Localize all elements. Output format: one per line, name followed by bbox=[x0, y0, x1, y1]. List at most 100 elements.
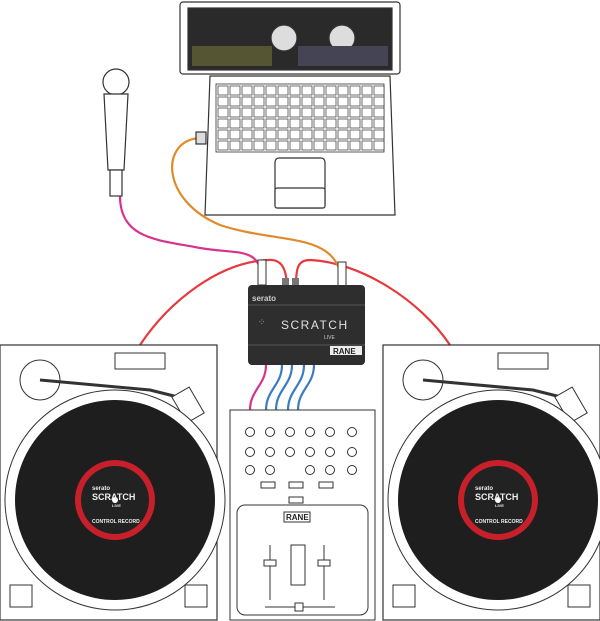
key bbox=[217, 118, 229, 129]
record-brand: serato bbox=[92, 486, 110, 492]
mic-cable bbox=[118, 195, 264, 286]
interface-sub: LIVE bbox=[324, 335, 336, 341]
knob bbox=[305, 427, 315, 437]
key bbox=[361, 107, 373, 118]
start-button bbox=[9, 584, 33, 608]
knob bbox=[265, 447, 275, 457]
interface-maker: RANE bbox=[333, 347, 356, 356]
key bbox=[217, 107, 229, 118]
key bbox=[301, 129, 313, 140]
record-sub: LIVE bbox=[112, 503, 121, 508]
record-product: SCRATCH bbox=[92, 492, 135, 502]
key bbox=[289, 140, 301, 151]
key bbox=[349, 96, 361, 107]
laptop-icon bbox=[179, 1, 401, 216]
knob bbox=[265, 427, 275, 437]
key bbox=[277, 107, 289, 118]
key bbox=[301, 96, 313, 107]
interface-brand: serato bbox=[252, 294, 276, 303]
key bbox=[289, 85, 301, 96]
knob bbox=[347, 427, 357, 437]
knob bbox=[347, 465, 357, 475]
key bbox=[313, 107, 325, 118]
key bbox=[373, 140, 385, 151]
key bbox=[241, 107, 253, 118]
key bbox=[325, 107, 337, 118]
audio-interface-icon: serato ⁘ SCRATCH LIVE RANE bbox=[248, 259, 365, 365]
key bbox=[241, 85, 253, 96]
knob bbox=[245, 427, 255, 437]
key bbox=[265, 129, 277, 140]
key bbox=[229, 85, 241, 96]
interface-logo-dots: ⁘ bbox=[258, 317, 266, 327]
knob bbox=[245, 465, 255, 475]
knob bbox=[325, 465, 335, 475]
record-sub: LIVE bbox=[495, 503, 504, 508]
key bbox=[265, 85, 277, 96]
knob bbox=[305, 447, 315, 457]
cables bbox=[118, 136, 451, 411]
key bbox=[265, 140, 277, 151]
key bbox=[313, 129, 325, 140]
key bbox=[229, 107, 241, 118]
key bbox=[313, 140, 325, 151]
key bbox=[349, 129, 361, 140]
key bbox=[313, 118, 325, 129]
key bbox=[373, 107, 385, 118]
speed-button bbox=[184, 584, 208, 608]
key bbox=[241, 140, 253, 151]
key bbox=[337, 107, 349, 118]
key bbox=[253, 140, 265, 151]
key bbox=[373, 129, 385, 140]
key bbox=[349, 85, 361, 96]
key bbox=[361, 118, 373, 129]
key bbox=[265, 118, 277, 129]
right-turntable-cable bbox=[294, 258, 451, 346]
key bbox=[337, 118, 349, 129]
mixer-cable-3 bbox=[274, 364, 294, 411]
cartridge bbox=[171, 386, 205, 424]
left-turntable-cable bbox=[139, 258, 289, 346]
key bbox=[277, 96, 289, 107]
cartridge bbox=[554, 386, 588, 424]
mixer-icon: RANE bbox=[229, 409, 376, 621]
switch bbox=[318, 481, 334, 489]
key bbox=[253, 129, 265, 140]
key bbox=[241, 129, 253, 140]
key bbox=[217, 129, 229, 140]
key bbox=[253, 96, 265, 107]
key bbox=[265, 107, 277, 118]
mixer-maker: RANE bbox=[286, 513, 309, 522]
key bbox=[241, 118, 253, 129]
pitch-control bbox=[497, 352, 549, 370]
key bbox=[325, 118, 337, 129]
microphone-icon bbox=[102, 68, 130, 197]
key bbox=[229, 129, 241, 140]
key bbox=[265, 96, 277, 107]
key bbox=[229, 118, 241, 129]
key bbox=[289, 107, 301, 118]
key bbox=[337, 85, 349, 96]
key bbox=[253, 85, 265, 96]
key bbox=[301, 85, 313, 96]
key bbox=[313, 85, 325, 96]
key bbox=[373, 96, 385, 107]
key bbox=[301, 118, 313, 129]
spindle bbox=[495, 497, 501, 503]
key bbox=[349, 118, 361, 129]
key bbox=[253, 107, 265, 118]
key bbox=[217, 96, 229, 107]
key bbox=[313, 96, 325, 107]
key bbox=[301, 107, 313, 118]
key bbox=[277, 129, 289, 140]
key bbox=[361, 129, 373, 140]
mixer-cable-2 bbox=[264, 364, 284, 411]
key bbox=[277, 140, 289, 151]
key bbox=[373, 85, 385, 96]
knob bbox=[285, 447, 295, 457]
mixer-cable-5 bbox=[296, 364, 316, 411]
knob bbox=[347, 447, 357, 457]
switch bbox=[260, 481, 276, 489]
key bbox=[277, 85, 289, 96]
